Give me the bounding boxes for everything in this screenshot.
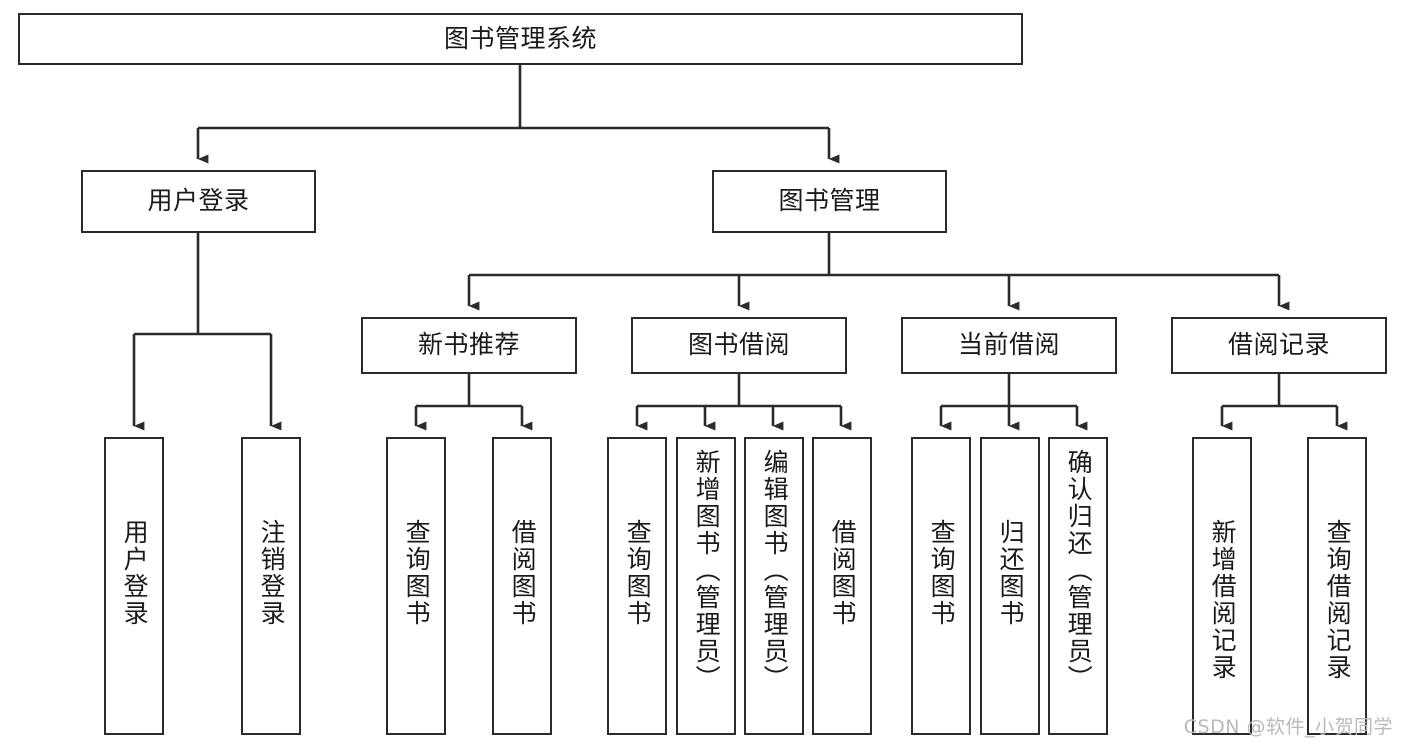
leaf-book-borrow-add-book-admin[interactable]: 新增图书（管理员） <box>676 437 736 735</box>
node-label: 图书管理系统 <box>443 23 597 53</box>
node-label: 新增图书（管理员） <box>692 449 722 692</box>
node-label: 编辑图书（管理员） <box>760 449 790 692</box>
node-label: 图书管理 <box>778 186 881 216</box>
node-label: 注销登录 <box>257 519 287 627</box>
node-label: 新增借阅记录 <box>1208 519 1238 681</box>
leaf-borrow-record-add-record[interactable]: 新增借阅记录 <box>1192 437 1252 735</box>
node-label: 当前借阅 <box>957 330 1060 360</box>
node-label: 查询借阅记录 <box>1323 519 1353 681</box>
node-label: 新书推荐 <box>417 330 520 360</box>
leaf-book-borrow-edit-book-admin[interactable]: 编辑图书（管理员） <box>744 437 804 735</box>
node-label: 图书借阅 <box>687 330 790 360</box>
leaf-user-login-logout[interactable]: 注销登录 <box>241 437 301 735</box>
node-label: 查询图书 <box>402 519 432 627</box>
node-new-book-recommend[interactable]: 新书推荐 <box>361 317 577 374</box>
leaf-current-borrow-query-book[interactable]: 查询图书 <box>911 437 971 735</box>
leaf-borrow-record-query-record[interactable]: 查询借阅记录 <box>1307 437 1367 735</box>
watermark-text: CSDN @软件_小贺同学 <box>1183 716 1393 738</box>
node-label: 用户登录 <box>120 519 150 627</box>
leaf-new-book-borrow-book[interactable]: 借阅图书 <box>492 437 552 735</box>
leaf-user-login-login[interactable]: 用户登录 <box>104 437 164 735</box>
node-borrow-record[interactable]: 借阅记录 <box>1171 317 1387 374</box>
node-label: 归还图书 <box>996 519 1026 627</box>
node-label: 查询图书 <box>927 519 957 627</box>
leaf-book-borrow-query-book[interactable]: 查询图书 <box>607 437 667 735</box>
node-book-management[interactable]: 图书管理 <box>712 170 947 233</box>
node-user-login[interactable]: 用户登录 <box>81 170 316 233</box>
leaf-current-borrow-return-book[interactable]: 归还图书 <box>980 437 1040 735</box>
node-label: 用户登录 <box>147 186 250 216</box>
leaf-current-borrow-confirm-return-admin[interactable]: 确认归还（管理员） <box>1048 437 1108 735</box>
leaf-new-book-query-book[interactable]: 查询图书 <box>386 437 446 735</box>
node-label: 确认归还（管理员） <box>1064 449 1094 692</box>
node-label: 借阅图书 <box>508 519 538 627</box>
node-label: 查询图书 <box>623 519 653 627</box>
node-root-book-management-system[interactable]: 图书管理系统 <box>18 13 1023 65</box>
node-current-borrow[interactable]: 当前借阅 <box>901 317 1117 374</box>
leaf-book-borrow-borrow-book[interactable]: 借阅图书 <box>812 437 872 735</box>
node-book-borrow[interactable]: 图书借阅 <box>631 317 847 374</box>
node-label: 借阅图书 <box>828 519 858 627</box>
node-label: 借阅记录 <box>1227 330 1330 360</box>
